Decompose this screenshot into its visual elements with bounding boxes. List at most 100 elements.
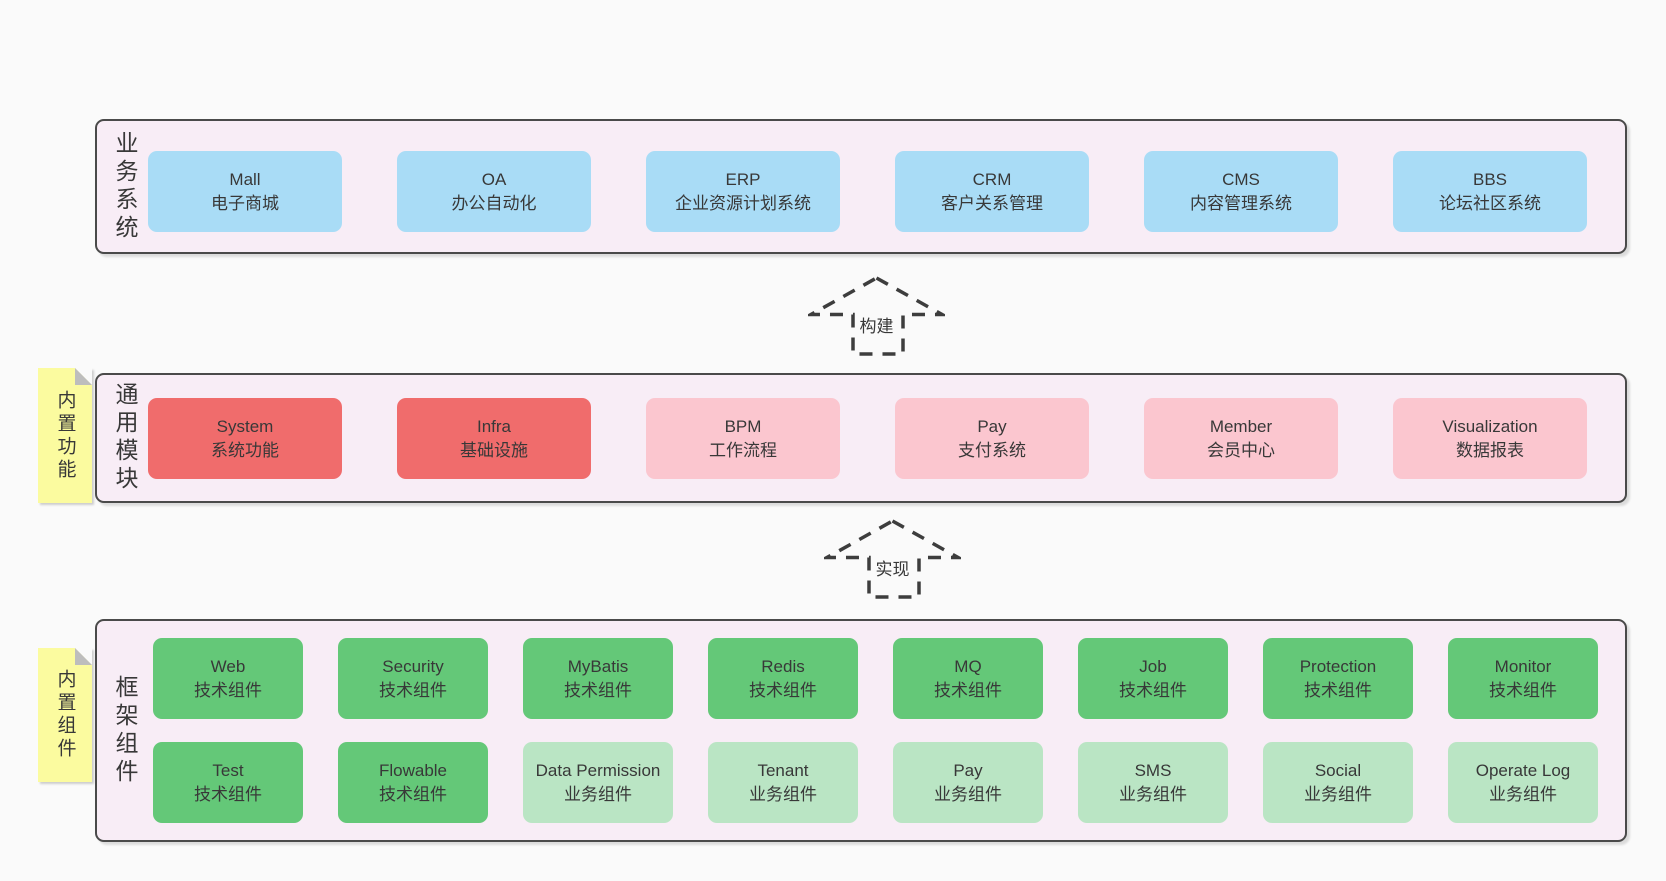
box-infra: Infra 基础设施 xyxy=(397,398,591,479)
box-protection: Protection 技术组件 xyxy=(1263,638,1413,719)
box-operate-log-desc: 业务组件 xyxy=(1489,784,1557,804)
business-systems-layer: 业务系统 Mall 电子商城 OA 办公自动化 ERP 企业资源计划系统 CRM… xyxy=(95,119,1627,254)
box-bbs-name: BBS xyxy=(1472,169,1508,189)
box-crm: CRM 客户关系管理 xyxy=(895,151,1089,232)
common-modules-label: 通用模块 xyxy=(112,382,138,494)
sticky-modules-text: 内置功能 xyxy=(54,389,76,482)
sticky-note-built-in-features: 内置功能 xyxy=(38,368,92,503)
box-bpm-name: BPM xyxy=(724,416,762,436)
box-erp-desc: 企业资源计划系统 xyxy=(675,193,811,213)
box-system: System 系统功能 xyxy=(148,398,342,479)
box-protection-name: Protection xyxy=(1299,656,1377,676)
box-mq-desc: 技术组件 xyxy=(934,680,1002,700)
folded-corner-icon xyxy=(75,648,92,665)
box-system-desc: 系统功能 xyxy=(211,440,279,460)
box-monitor-name: Monitor xyxy=(1494,656,1552,676)
box-tenant-desc: 业务组件 xyxy=(749,784,817,804)
box-mq-name: MQ xyxy=(954,656,982,676)
box-member-desc: 会员中心 xyxy=(1207,440,1275,460)
box-operate-log: Operate Log 业务组件 xyxy=(1448,742,1598,823)
implement-arrow-label: 实现 xyxy=(872,555,913,580)
box-job-name: Job xyxy=(1139,656,1167,676)
common-modules-row: System 系统功能 Infra 基础设施 BPM 工作流程 Pay 支付系统… xyxy=(148,398,1587,479)
folded-corner-icon xyxy=(75,368,92,385)
box-security: Security 技术组件 xyxy=(338,638,488,719)
box-protection-desc: 技术组件 xyxy=(1304,680,1372,700)
box-crm-name: CRM xyxy=(972,169,1012,189)
box-redis-desc: 技术组件 xyxy=(749,680,817,700)
box-operate-log-name: Operate Log xyxy=(1475,760,1571,780)
box-security-name: Security xyxy=(382,656,444,676)
box-security-desc: 技术组件 xyxy=(379,680,447,700)
box-oa-name: OA xyxy=(481,169,507,189)
box-cms-desc: 内容管理系统 xyxy=(1190,193,1292,213)
box-tenant-name: Tenant xyxy=(757,760,809,780)
box-data-permission: Data Permission 业务组件 xyxy=(523,742,673,823)
box-test-name: Test xyxy=(212,760,244,780)
box-infra-name: Infra xyxy=(476,416,512,436)
box-monitor-desc: 技术组件 xyxy=(1489,680,1557,700)
sticky-framework-text: 内置组件 xyxy=(54,669,76,761)
up-arrow-icon xyxy=(824,518,961,599)
box-social: Social 业务组件 xyxy=(1263,742,1413,823)
box-data-permission-name: Data Permission xyxy=(535,760,661,780)
box-sms-desc: 业务组件 xyxy=(1119,784,1187,804)
box-bbs-desc: 论坛社区系统 xyxy=(1439,193,1541,213)
box-monitor: Monitor 技术组件 xyxy=(1448,638,1598,719)
box-social-name: Social xyxy=(1314,760,1362,780)
box-pay-module-desc: 支付系统 xyxy=(958,440,1026,460)
box-pay-component-name: Pay xyxy=(953,760,983,780)
box-job: Job 技术组件 xyxy=(1078,638,1228,719)
box-bbs: BBS 论坛社区系统 xyxy=(1393,151,1587,232)
box-social-desc: 业务组件 xyxy=(1304,784,1372,804)
box-bpm-desc: 工作流程 xyxy=(709,440,777,460)
box-mall: Mall 电子商城 xyxy=(148,151,342,232)
framework-row-2: Test 技术组件 Flowable 技术组件 Data Permission … xyxy=(153,742,1598,823)
box-pay-component-desc: 业务组件 xyxy=(934,784,1002,804)
box-visualization-name: Visualization xyxy=(1442,416,1538,436)
box-cms-name: CMS xyxy=(1222,169,1260,189)
box-job-desc: 技术组件 xyxy=(1119,680,1187,700)
implement-arrow: 实现 xyxy=(824,518,961,600)
box-infra-desc: 基础设施 xyxy=(460,440,528,460)
box-bpm: BPM 工作流程 xyxy=(646,398,840,479)
box-oa: OA 办公自动化 xyxy=(397,151,591,232)
box-data-permission-desc: 业务组件 xyxy=(564,784,632,804)
box-test: Test 技术组件 xyxy=(153,742,303,823)
framework-components-label: 框架组件 xyxy=(112,674,138,787)
box-member-name: Member xyxy=(1209,416,1273,436)
box-visualization-desc: 数据报表 xyxy=(1456,440,1524,460)
box-crm-desc: 客户关系管理 xyxy=(941,193,1043,213)
box-pay-module-name: Pay xyxy=(977,416,1007,436)
box-system-name: System xyxy=(216,416,274,436)
box-web: Web 技术组件 xyxy=(153,638,303,719)
box-flowable: Flowable 技术组件 xyxy=(338,742,488,823)
box-redis-name: Redis xyxy=(761,656,805,676)
box-erp-name: ERP xyxy=(725,169,761,189)
box-mall-name: Mall xyxy=(229,169,261,189)
framework-row-1: Web 技术组件 Security 技术组件 MyBatis 技术组件 Redi… xyxy=(153,638,1598,719)
box-cms: CMS 内容管理系统 xyxy=(1144,151,1338,232)
business-systems-row: Mall 电子商城 OA 办公自动化 ERP 企业资源计划系统 CRM 客户关系… xyxy=(148,151,1587,232)
box-member: Member 会员中心 xyxy=(1144,398,1338,479)
box-mall-desc: 电子商城 xyxy=(211,193,279,213)
box-oa-desc: 办公自动化 xyxy=(451,193,537,213)
box-mybatis: MyBatis 技术组件 xyxy=(523,638,673,719)
box-test-desc: 技术组件 xyxy=(194,784,262,804)
common-modules-layer: 通用模块 System 系统功能 Infra 基础设施 BPM 工作流程 Pay… xyxy=(95,373,1627,503)
framework-components-layer: 框架组件 Web 技术组件 Security 技术组件 MyBatis 技术组件… xyxy=(95,619,1627,842)
box-mybatis-desc: 技术组件 xyxy=(564,680,632,700)
build-arrow: 构建 xyxy=(808,275,945,357)
box-sms-name: SMS xyxy=(1134,760,1172,780)
box-flowable-name: Flowable xyxy=(378,760,448,780)
box-mybatis-name: MyBatis xyxy=(567,656,629,676)
box-erp: ERP 企业资源计划系统 xyxy=(646,151,840,232)
up-arrow-icon xyxy=(808,275,945,356)
build-arrow-label: 构建 xyxy=(856,312,897,337)
business-systems-label: 业务系统 xyxy=(112,130,138,243)
sticky-note-built-in-components: 内置组件 xyxy=(38,648,92,782)
box-visualization: Visualization 数据报表 xyxy=(1393,398,1587,479)
box-mq: MQ 技术组件 xyxy=(893,638,1043,719)
box-redis: Redis 技术组件 xyxy=(708,638,858,719)
box-sms: SMS 业务组件 xyxy=(1078,742,1228,823)
